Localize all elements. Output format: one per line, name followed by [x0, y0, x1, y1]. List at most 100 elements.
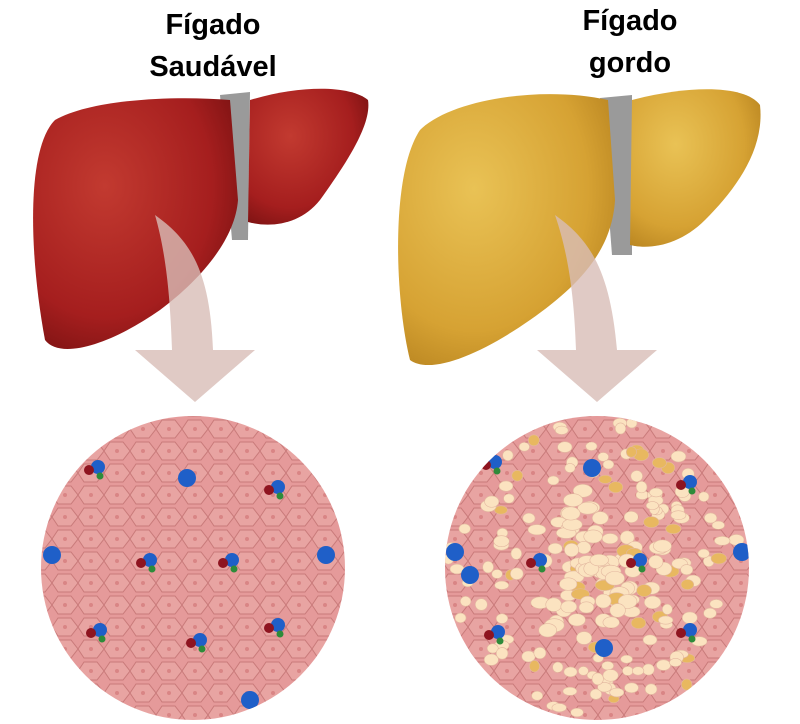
- blue-cell: [683, 623, 697, 637]
- fat-droplet: [510, 547, 522, 560]
- red-cell: [86, 628, 96, 638]
- blue-cell: [225, 553, 239, 567]
- fat-droplet: [503, 493, 515, 504]
- fat-droplet: [484, 495, 500, 508]
- green-cell: [148, 565, 156, 573]
- fat-droplet: [669, 658, 682, 667]
- red-cell: [264, 485, 274, 495]
- fat-droplet: [670, 450, 687, 463]
- fat-droplet: [604, 571, 625, 586]
- fat-droplet: [495, 647, 509, 660]
- fat-droplet: [578, 666, 589, 676]
- healthy-liver-title: Fígado Saudável: [113, 4, 313, 88]
- fat-droplet: [644, 683, 658, 695]
- fat-droplet: [597, 682, 612, 693]
- fat-droplet: [568, 613, 586, 627]
- blue-cell: [491, 625, 505, 639]
- blue-cell: [583, 459, 601, 477]
- green-cell: [493, 467, 501, 475]
- fatty-tissue-circle: [445, 416, 749, 720]
- fat-droplet: [635, 481, 648, 494]
- fat-droplet: [658, 615, 674, 625]
- title-line: Fígado: [582, 5, 678, 37]
- fat-droplet: [494, 580, 510, 590]
- fat-droplet: [681, 678, 693, 691]
- fat-droplet: [589, 688, 602, 700]
- fat-droplet: [589, 553, 609, 567]
- fat-droplet: [474, 598, 488, 611]
- red-cell: [676, 480, 686, 490]
- fat-droplet: [680, 579, 695, 590]
- fat-droplet: [518, 442, 530, 452]
- blue-cell: [43, 546, 61, 564]
- fat-droplet: [643, 516, 660, 528]
- blue-cell: [317, 546, 335, 564]
- blue-cell: [91, 460, 105, 474]
- fatty-liver: [398, 89, 761, 366]
- green-cell: [638, 565, 646, 573]
- fat-droplet: [608, 481, 624, 494]
- fat-droplet: [630, 470, 643, 483]
- fat-droplet: [583, 529, 603, 544]
- fat-droplet: [614, 422, 627, 435]
- fat-droplet: [602, 669, 619, 682]
- fat-droplet: [527, 524, 547, 536]
- blue-cell: [241, 691, 259, 709]
- fat-droplet: [495, 613, 509, 624]
- blue-cell: [193, 633, 207, 647]
- fat-droplet: [554, 425, 569, 435]
- fat-droplet: [623, 511, 639, 523]
- fat-droplet: [578, 601, 595, 614]
- green-cell: [276, 630, 284, 638]
- fat-droplet: [510, 567, 524, 580]
- fat-droplet: [547, 542, 563, 555]
- green-cell: [276, 492, 284, 500]
- green-cell: [230, 565, 238, 573]
- fat-droplet: [595, 593, 612, 609]
- fat-droplet: [609, 603, 626, 618]
- fat-droplet: [597, 452, 609, 462]
- fat-droplet: [661, 603, 673, 615]
- red-cell: [626, 558, 636, 568]
- fat-droplet: [591, 672, 604, 686]
- fat-droplet: [491, 569, 503, 579]
- fat-droplet: [714, 536, 731, 546]
- fat-droplet: [560, 600, 578, 614]
- fat-droplet: [709, 599, 724, 609]
- fat-droplet: [601, 661, 614, 671]
- fat-droplet: [502, 449, 514, 461]
- fat-droplet: [652, 457, 667, 469]
- fat-droplet: [665, 523, 682, 535]
- blue-cell: [271, 480, 285, 494]
- title-line: Saudável: [149, 51, 277, 83]
- fat-droplet: [486, 643, 499, 654]
- fat-droplet: [493, 535, 510, 547]
- fat-droplet: [564, 463, 576, 473]
- blue-cell: [271, 618, 285, 632]
- fat-droplet: [703, 607, 717, 619]
- blue-cell: [93, 623, 107, 637]
- fat-droplet: [636, 584, 652, 597]
- red-cell: [186, 638, 196, 648]
- fat-droplet: [598, 474, 613, 484]
- green-cell: [496, 637, 504, 645]
- fat-droplet: [552, 661, 564, 673]
- fat-droplet: [563, 493, 584, 507]
- title-line: Fígado: [165, 9, 261, 41]
- fat-droplet: [547, 475, 560, 486]
- fat-droplet: [511, 469, 524, 482]
- fat-droplet: [561, 506, 581, 521]
- fat-droplet: [563, 666, 578, 678]
- fat-droplet: [527, 434, 540, 447]
- fat-droplet: [681, 611, 698, 625]
- fat-droplet: [572, 484, 593, 498]
- fat-droplet: [562, 518, 583, 531]
- green-cell: [538, 565, 546, 573]
- fat-droplet: [617, 594, 638, 609]
- red-cell: [481, 460, 491, 470]
- red-cell: [218, 558, 228, 568]
- fat-droplet: [533, 646, 547, 660]
- fat-droplet: [625, 446, 637, 458]
- fat-droplet: [551, 703, 567, 713]
- fat-droplet: [648, 555, 664, 569]
